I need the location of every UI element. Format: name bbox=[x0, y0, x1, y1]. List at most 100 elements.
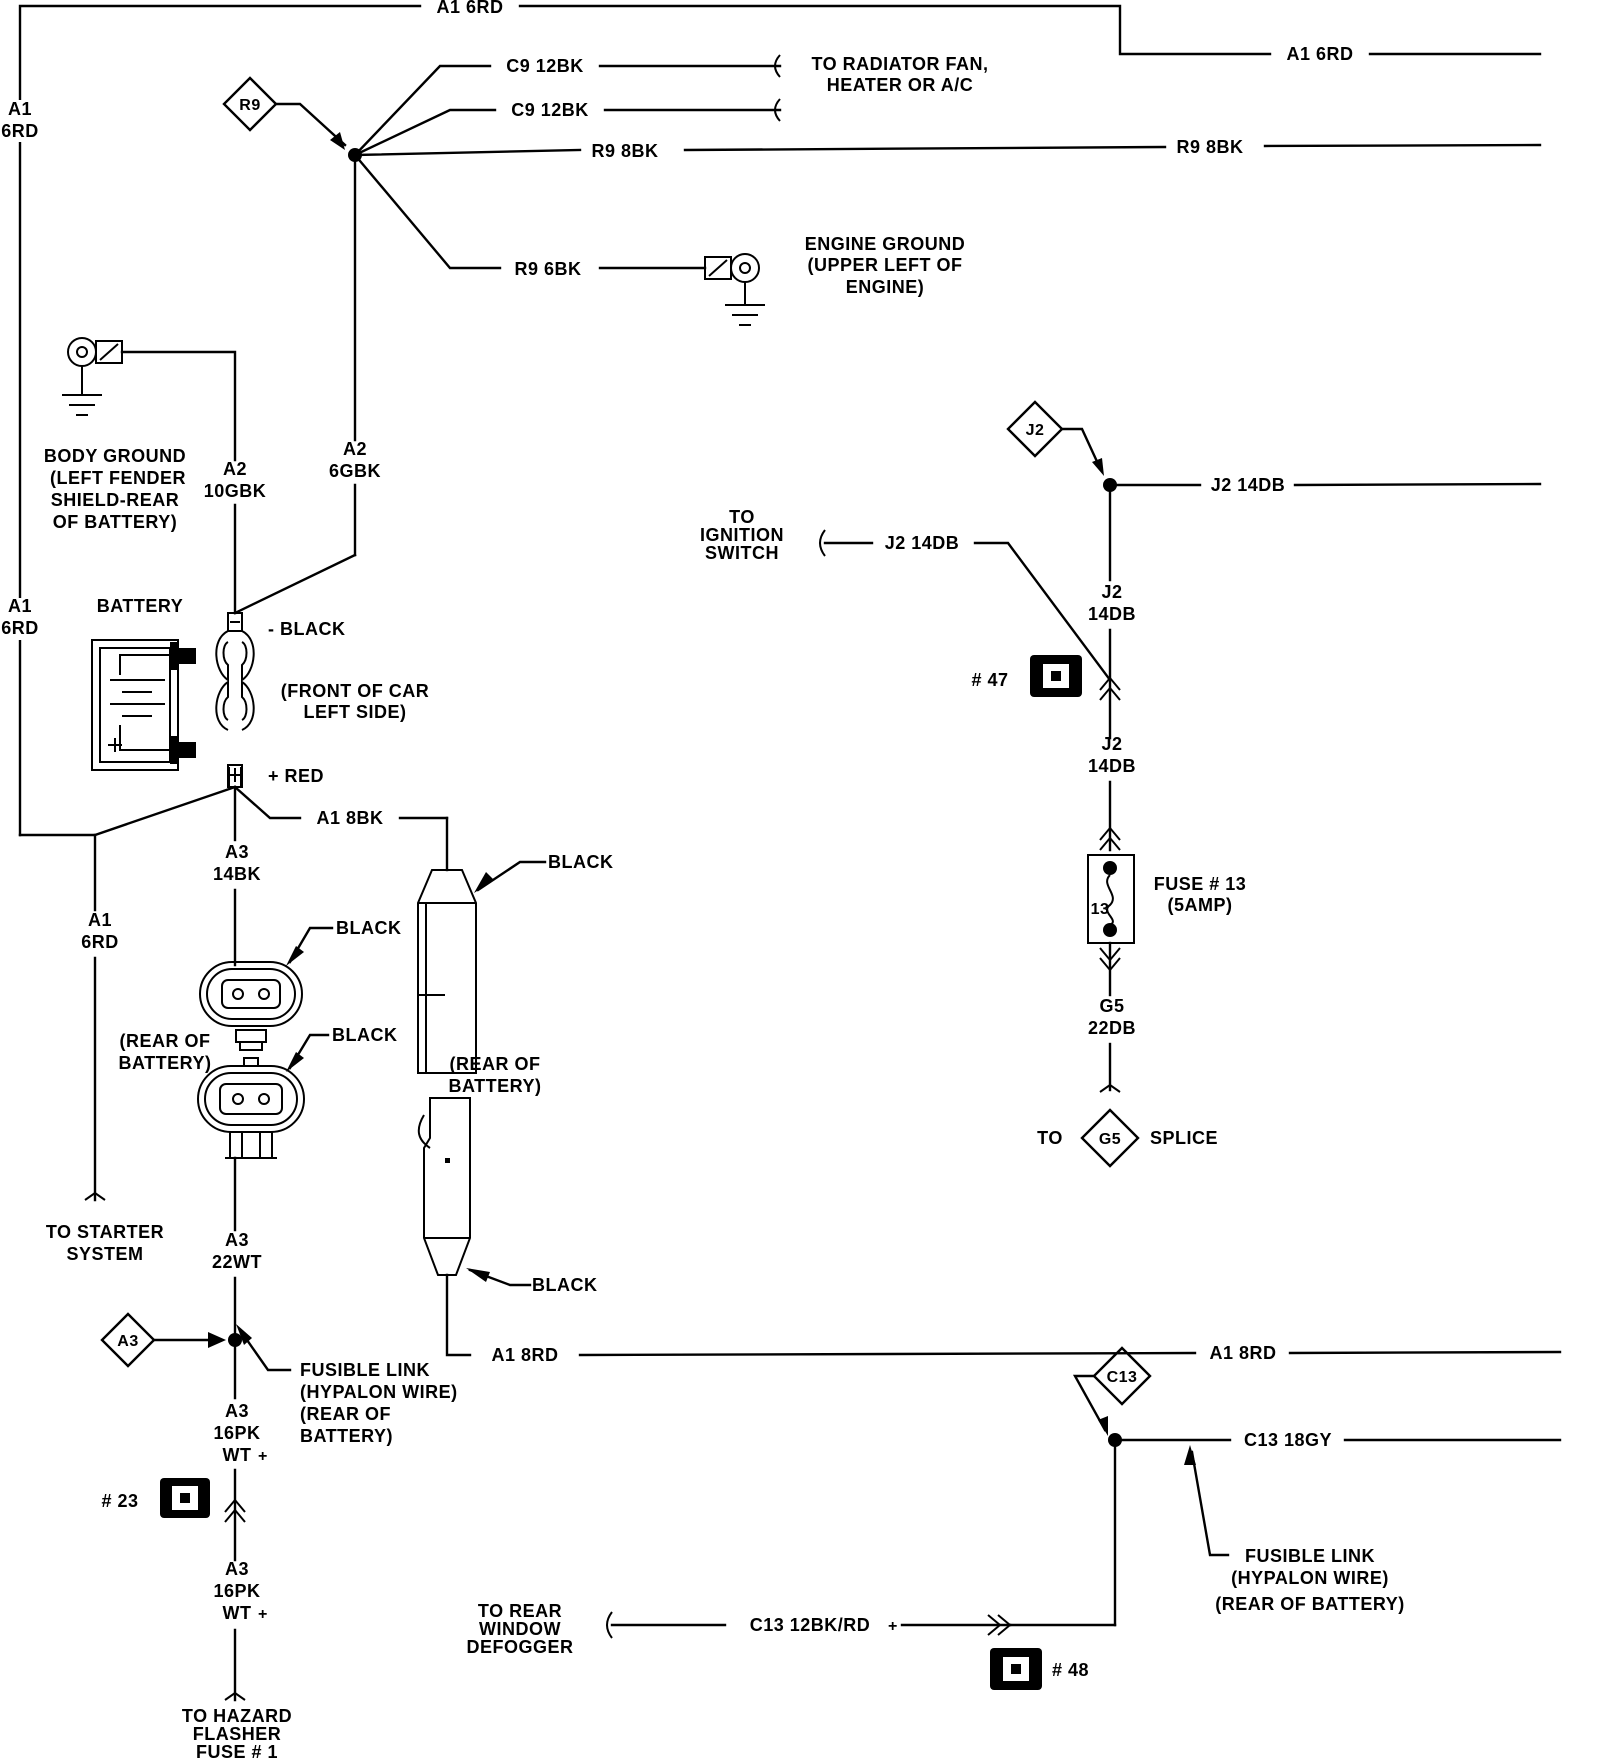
a3-splice bbox=[100, 1312, 292, 1372]
connector-23-icon bbox=[160, 1478, 210, 1518]
label-ign-1: TO bbox=[729, 507, 755, 527]
label-fusible-r-2: (HYPALON WIRE) bbox=[1231, 1568, 1389, 1588]
wire-a1-top bbox=[18, 4, 1542, 837]
node-g5: G5 bbox=[1099, 1131, 1121, 1148]
r9-ground-splice bbox=[222, 64, 1542, 615]
battery-icon bbox=[91, 639, 196, 771]
label-body-gnd-4: OF BATTERY) bbox=[53, 512, 178, 532]
label-a2-2: A2 bbox=[343, 439, 367, 459]
label-starter-1: TO STARTER bbox=[46, 1222, 164, 1242]
label-a3-22wt: A3 bbox=[225, 1230, 249, 1250]
engine-ground-icon bbox=[704, 253, 765, 326]
label-body-gnd-2: (LEFT FENDER bbox=[50, 468, 186, 488]
label-a1-left-2: A1 bbox=[8, 596, 32, 616]
label-j2-v2b: 14DB bbox=[1088, 756, 1136, 776]
label-a3-16pk-2b: 16PK bbox=[213, 1581, 260, 1601]
label-a1-left-1: A1 bbox=[8, 99, 32, 119]
label-a1-6rd-mid: A1 bbox=[88, 910, 112, 930]
label-a2-1: A2 bbox=[223, 459, 247, 479]
label-radiator-1: TO RADIATOR FAN, bbox=[811, 54, 988, 74]
connector-47-icon bbox=[1030, 655, 1082, 697]
label-a3-16pk-2c: WT bbox=[223, 1603, 252, 1623]
label-a1-6rd-midb: 6RD bbox=[81, 932, 119, 952]
label-a2-1b: 10GBK bbox=[204, 481, 267, 501]
label-r9-right: R9 8BK bbox=[1176, 137, 1243, 157]
label-hazard-1: TO HAZARD bbox=[182, 1706, 292, 1726]
label-c9-1: C9 12BK bbox=[506, 56, 584, 76]
label-conn-47: # 47 bbox=[971, 670, 1008, 690]
wire-break-icon-2 bbox=[819, 529, 826, 557]
label-body-gnd-3: SHIELD-REAR bbox=[51, 490, 180, 510]
label-a1-8bk: A1 8BK bbox=[316, 808, 383, 828]
label-front-car-2: LEFT SIDE) bbox=[304, 702, 407, 722]
label-splice: SPLICE bbox=[1150, 1128, 1218, 1148]
connector-48-icon bbox=[990, 1648, 1042, 1690]
wire-break-icon bbox=[774, 54, 781, 122]
j2-splice bbox=[1006, 400, 1542, 492]
label-rear-batt-1a: (REAR OF bbox=[120, 1031, 211, 1051]
label-a2-2b: 6GBK bbox=[329, 461, 381, 481]
label-eng-gnd-1: ENGINE GROUND bbox=[805, 234, 966, 254]
body-ground-icon bbox=[62, 337, 123, 416]
label-conn-48: # 48 bbox=[1052, 1660, 1089, 1680]
label-a3-22wtb: 22WT bbox=[212, 1252, 262, 1272]
splice-marker-icon: + bbox=[258, 1448, 268, 1465]
label-eng-gnd-3: ENGINE) bbox=[846, 277, 925, 297]
label-hazard-3: FUSE # 1 bbox=[196, 1742, 278, 1760]
label-j2-ign: J2 14DB bbox=[885, 533, 960, 553]
label-r9-mid: R9 8BK bbox=[591, 141, 658, 161]
label-c13-18gy: C13 18GY bbox=[1244, 1430, 1332, 1450]
positive-terminal-icon bbox=[215, 680, 255, 788]
label-starter-2: SYSTEM bbox=[66, 1244, 143, 1264]
label-conn-23: # 23 bbox=[101, 1491, 138, 1511]
label-fusible-4: BATTERY) bbox=[300, 1426, 393, 1446]
negative-terminal-icon bbox=[215, 612, 255, 682]
label-g5-1b: 22DB bbox=[1088, 1018, 1136, 1038]
label-to-g5: TO bbox=[1037, 1128, 1063, 1148]
label-j2-v2: J2 bbox=[1101, 734, 1122, 754]
node-r9: R9 bbox=[239, 97, 260, 114]
label-j2-v1: J2 bbox=[1101, 582, 1122, 602]
label-ign-2: IGNITION bbox=[700, 525, 784, 545]
splice-marker-icon-2: + bbox=[258, 1606, 268, 1623]
label-a1-left-1b: 6RD bbox=[1, 121, 39, 141]
label-body-gnd-1: BODY GROUND bbox=[44, 446, 186, 466]
label-c9-2: C9 12BK bbox=[511, 100, 589, 120]
oval-connector-lower bbox=[197, 1057, 305, 1159]
label-rear-batt-1b: BATTERY) bbox=[119, 1053, 212, 1073]
label-black-2: BLACK bbox=[336, 918, 402, 938]
cable-connector-upper bbox=[417, 869, 477, 1074]
label-a3-14bk: A3 bbox=[225, 842, 249, 862]
label-a3-16pk-1: A3 bbox=[225, 1401, 249, 1421]
label-g5-1: G5 bbox=[1099, 996, 1124, 1016]
node-a3: A3 bbox=[117, 1333, 138, 1350]
c13-splice bbox=[1008, 1346, 1562, 1627]
node-j2: J2 bbox=[1026, 422, 1045, 439]
label-hazard-2: FLASHER bbox=[193, 1724, 282, 1744]
label-a3-16pk-1c: WT bbox=[223, 1445, 252, 1465]
wire-break-icon-3 bbox=[606, 1611, 613, 1639]
label-pos-red: + RED bbox=[268, 766, 324, 786]
label-fuse13-num: 13 bbox=[1091, 901, 1110, 918]
label-fusible-r-3: (REAR OF BATTERY) bbox=[1215, 1594, 1404, 1614]
label-fusible-3: (REAR OF bbox=[300, 1404, 391, 1424]
label-neg-black: - BLACK bbox=[268, 619, 346, 639]
label-j2-right: J2 14DB bbox=[1211, 475, 1286, 495]
label-c13-12bk: C13 12BK/RD bbox=[750, 1615, 871, 1635]
label-fusible-2: (HYPALON WIRE) bbox=[300, 1382, 458, 1402]
splice-marker-icon-3: + bbox=[888, 1618, 898, 1635]
label-ign-3: SWITCH bbox=[705, 543, 779, 563]
label-black-3: BLACK bbox=[332, 1025, 398, 1045]
label-r9-eng: R9 6BK bbox=[514, 259, 581, 279]
label-rear-batt-2a: (REAR OF bbox=[450, 1054, 541, 1074]
label-j2-v1b: 14DB bbox=[1088, 604, 1136, 624]
label-fusible-r-1: FUSIBLE LINK bbox=[1245, 1546, 1375, 1566]
label-rear-batt-2b: BATTERY) bbox=[449, 1076, 542, 1096]
label-a1-top-right: A1 6RD bbox=[1286, 44, 1353, 64]
node-c13: C13 bbox=[1107, 1369, 1138, 1386]
label-defog-1: TO REAR bbox=[478, 1601, 562, 1621]
label-defog-3: DEFOGGER bbox=[466, 1637, 573, 1657]
label-radiator-2: HEATER OR A/C bbox=[827, 75, 974, 95]
label-front-car-1: (FRONT OF CAR bbox=[281, 681, 429, 701]
